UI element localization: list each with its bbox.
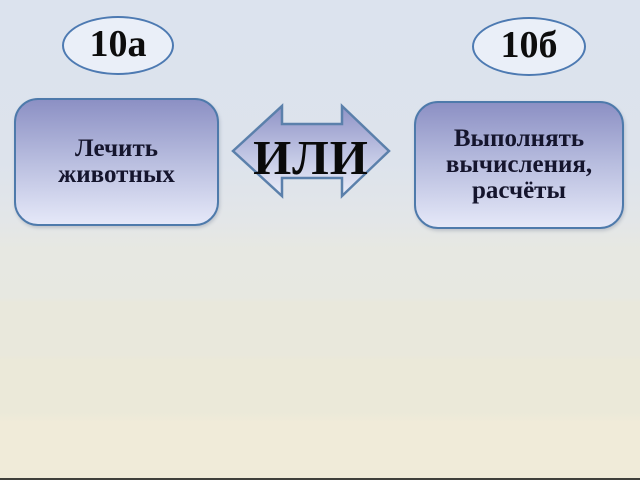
option-box-treat-animals: Лечить животных — [14, 98, 219, 226]
or-connector-label: ИЛИ — [253, 129, 369, 185]
option-box-right-text: Выполнять вычисления, расчёты — [445, 125, 593, 204]
option-box-calculations: Выполнять вычисления, расчёты — [414, 101, 624, 229]
class-badge-10a: 10а — [62, 16, 174, 75]
class-badge-10a-label: 10а — [89, 23, 147, 65]
class-badge-10b: 10б — [472, 17, 586, 76]
slide-bottom-edge — [0, 478, 640, 480]
double-arrow-icon — [231, 103, 391, 199]
class-badge-10b-label: 10б — [500, 24, 558, 66]
option-box-left-text: Лечить животных — [58, 135, 175, 188]
